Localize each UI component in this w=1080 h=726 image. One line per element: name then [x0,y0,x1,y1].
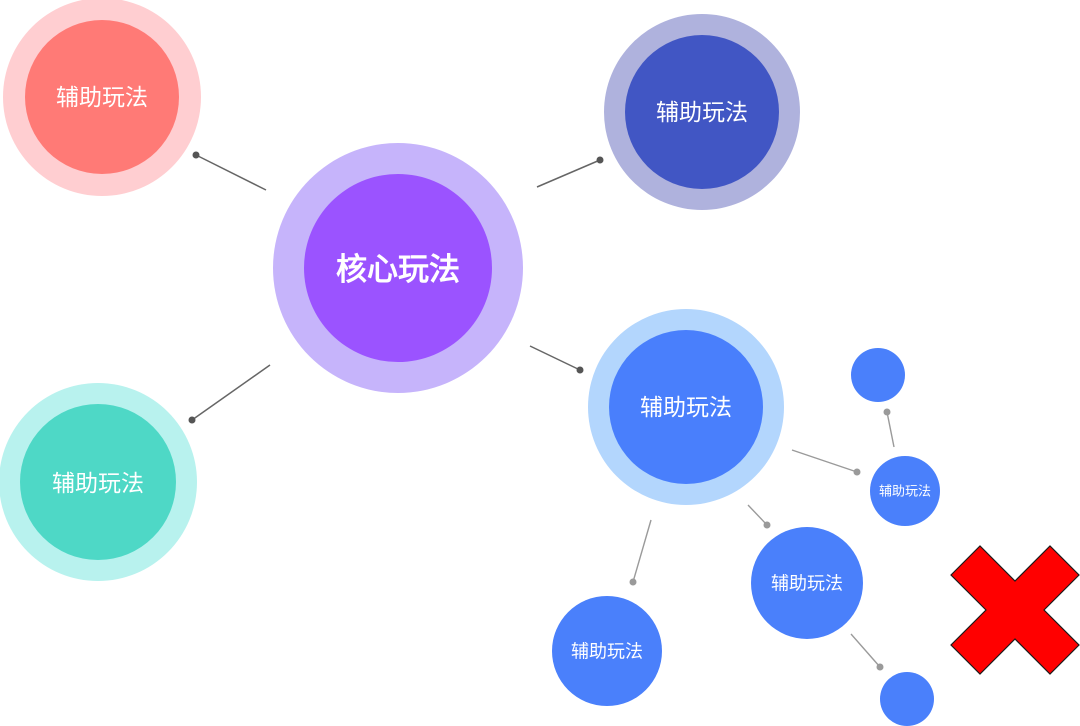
aux-node-red: 辅助玩法 [3,0,201,196]
sub-node-label: 辅助玩法 [879,485,931,500]
connector-dot [188,416,196,424]
aux-node-label: 辅助玩法 [640,395,732,421]
sub-node-circle [751,527,863,639]
connector-core-red [195,154,267,191]
connectors [188,151,895,671]
aux-node-circle [609,330,763,484]
connector-blue-sub1 [632,519,652,583]
connector-sub3-tiny [886,411,895,448]
connector-core-navy [536,159,601,188]
connector-dot [853,468,861,476]
connector-dot [596,156,604,164]
aux-node-circle [625,35,779,189]
aux-node-label: 辅助玩法 [56,85,148,111]
connector-dot [576,366,584,374]
core-node: 核心玩法 [273,143,523,393]
connector-core-blue [529,345,581,371]
aux-node-label: 辅助玩法 [656,100,748,126]
sub-node-small: 辅助玩法 [870,456,940,526]
connector-core-teal [191,364,271,421]
aux-node-circle [25,20,179,174]
connector-dot [192,151,200,159]
aux-node-circle [20,404,176,560]
connector-sub2-tiny [850,633,881,668]
aux-node-navy: 辅助玩法 [604,14,800,210]
connector-blue-sub3 [791,449,858,473]
aux-node-blue: 辅助玩法 [588,309,784,505]
aux-node-teal: 辅助玩法 [0,383,197,581]
connector-dot [883,408,891,416]
sub-node-label: 辅助玩法 [771,574,843,595]
connector-blue-sub2 [747,504,768,526]
sub-node-circle [870,456,940,526]
core-node-circle [304,174,492,362]
sub-node-circle [552,596,662,706]
core-node-label: 核心玩法 [336,252,460,288]
tiny-node [880,672,934,726]
connector-dot [629,578,637,586]
tiny-node [851,348,905,402]
aux-node-label: 辅助玩法 [52,471,144,497]
sub-node-label: 辅助玩法 [571,642,643,663]
sub-node-medium: 辅助玩法 [751,527,863,639]
connector-dot [876,663,884,671]
sub-node-bottom: 辅助玩法 [552,596,662,706]
connector-dot [763,521,771,529]
red-x-reject-icon [950,545,1080,675]
